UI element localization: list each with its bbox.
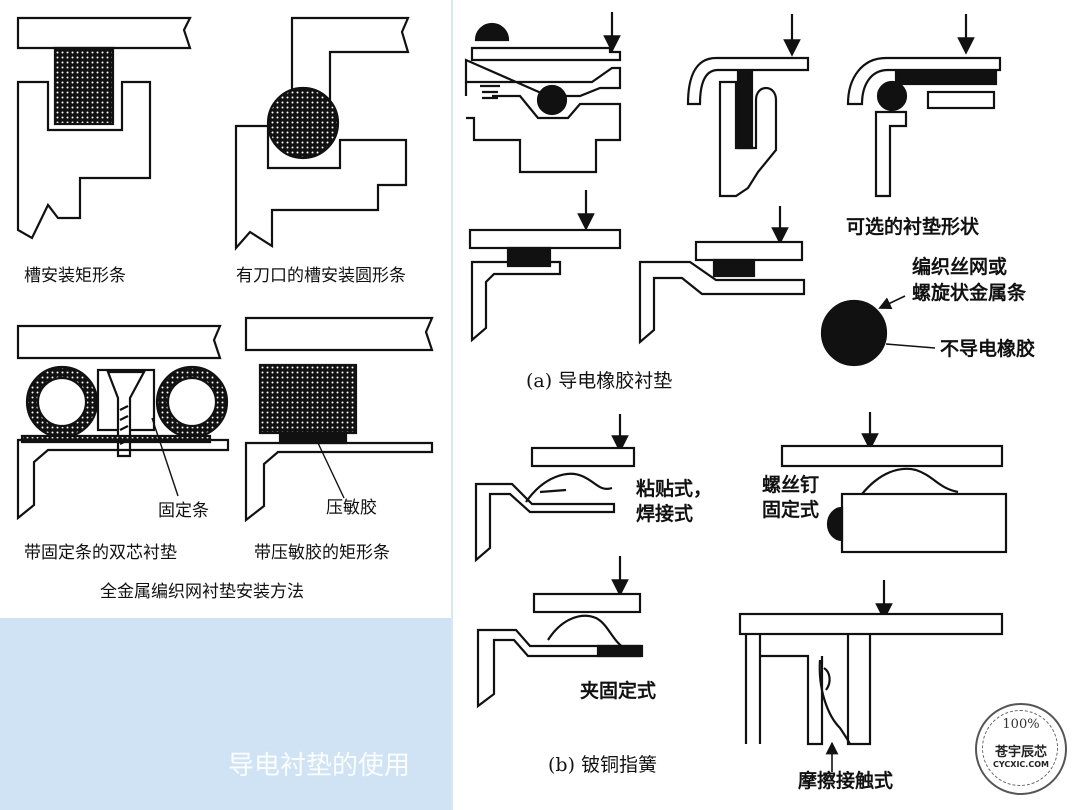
diagram-slot-strip — [686, 14, 810, 198]
diagram-finger-adhesive — [474, 414, 636, 563]
label-adhesive-line2: 焊接式 — [636, 503, 694, 525]
caption-a: (a) 导电橡胶衬垫 — [526, 370, 673, 392]
label-double-core: 带固定条的双芯衬垫 — [24, 543, 177, 563]
gasket-cross-section — [820, 295, 936, 367]
label-mesh-line2: 螺旋状金属条 — [912, 282, 1027, 304]
label-screw-line2: 固定式 — [762, 499, 820, 521]
label-rect-groove: 槽安装矩形条 — [24, 266, 126, 286]
diagram-oring-seal — [464, 12, 622, 174]
label-adhesive-line1: 粘贴式， — [636, 478, 713, 500]
left-caption: 全金属编织网衬垫安装方法 — [100, 582, 304, 602]
right-panel — [452, 0, 1080, 810]
diagram-double-core — [16, 324, 230, 521]
seal-name: 苍宇辰芯 — [994, 745, 1047, 760]
diagram-rect-groove — [16, 16, 192, 240]
diagram-flange-gasket — [638, 206, 806, 345]
label-round-groove: 有刀口的槽安装圆形条 — [236, 266, 406, 286]
watermark-seal: 100% 苍宇辰芯 CYCXIC.COM — [975, 703, 1067, 795]
seal-percent: 100% — [1002, 717, 1040, 732]
label-friction: 摩擦接触式 — [798, 770, 894, 792]
diagram-finger-screw — [780, 412, 1008, 554]
label-rubber: 不导电橡胶 — [940, 338, 1036, 360]
panel-separator — [451, 0, 453, 810]
seal-url: CYCXIC.COM — [993, 760, 1049, 769]
diagram-flat-gasket — [468, 190, 622, 343]
seal-inner-ring — [982, 710, 1058, 786]
label-gasket-shapes: 可选的衬垫形状 — [846, 216, 980, 238]
diagram-round-groove — [234, 16, 410, 251]
label-mesh-line1: 编织丝网或 — [912, 256, 1008, 278]
title-band — [0, 618, 452, 810]
label-psa: 压敏胶 — [326, 498, 377, 518]
diagram-finger-clip — [476, 556, 644, 709]
label-clip: 夹固定式 — [580, 680, 657, 702]
label-rect-psa: 带压敏胶的矩形条 — [254, 543, 390, 563]
caption-b: (b) 铍铜指簧 — [548, 754, 658, 776]
label-fixing-strip: 固定条 — [158, 501, 209, 521]
diagram-rect-psa — [244, 316, 434, 523]
label-screw-line1: 螺丝钉 — [762, 474, 820, 496]
diagram-finger-friction — [738, 580, 1004, 772]
slide-title: 导电衬垫的使用 — [228, 751, 411, 781]
diagram-corner-oring — [846, 14, 1002, 198]
